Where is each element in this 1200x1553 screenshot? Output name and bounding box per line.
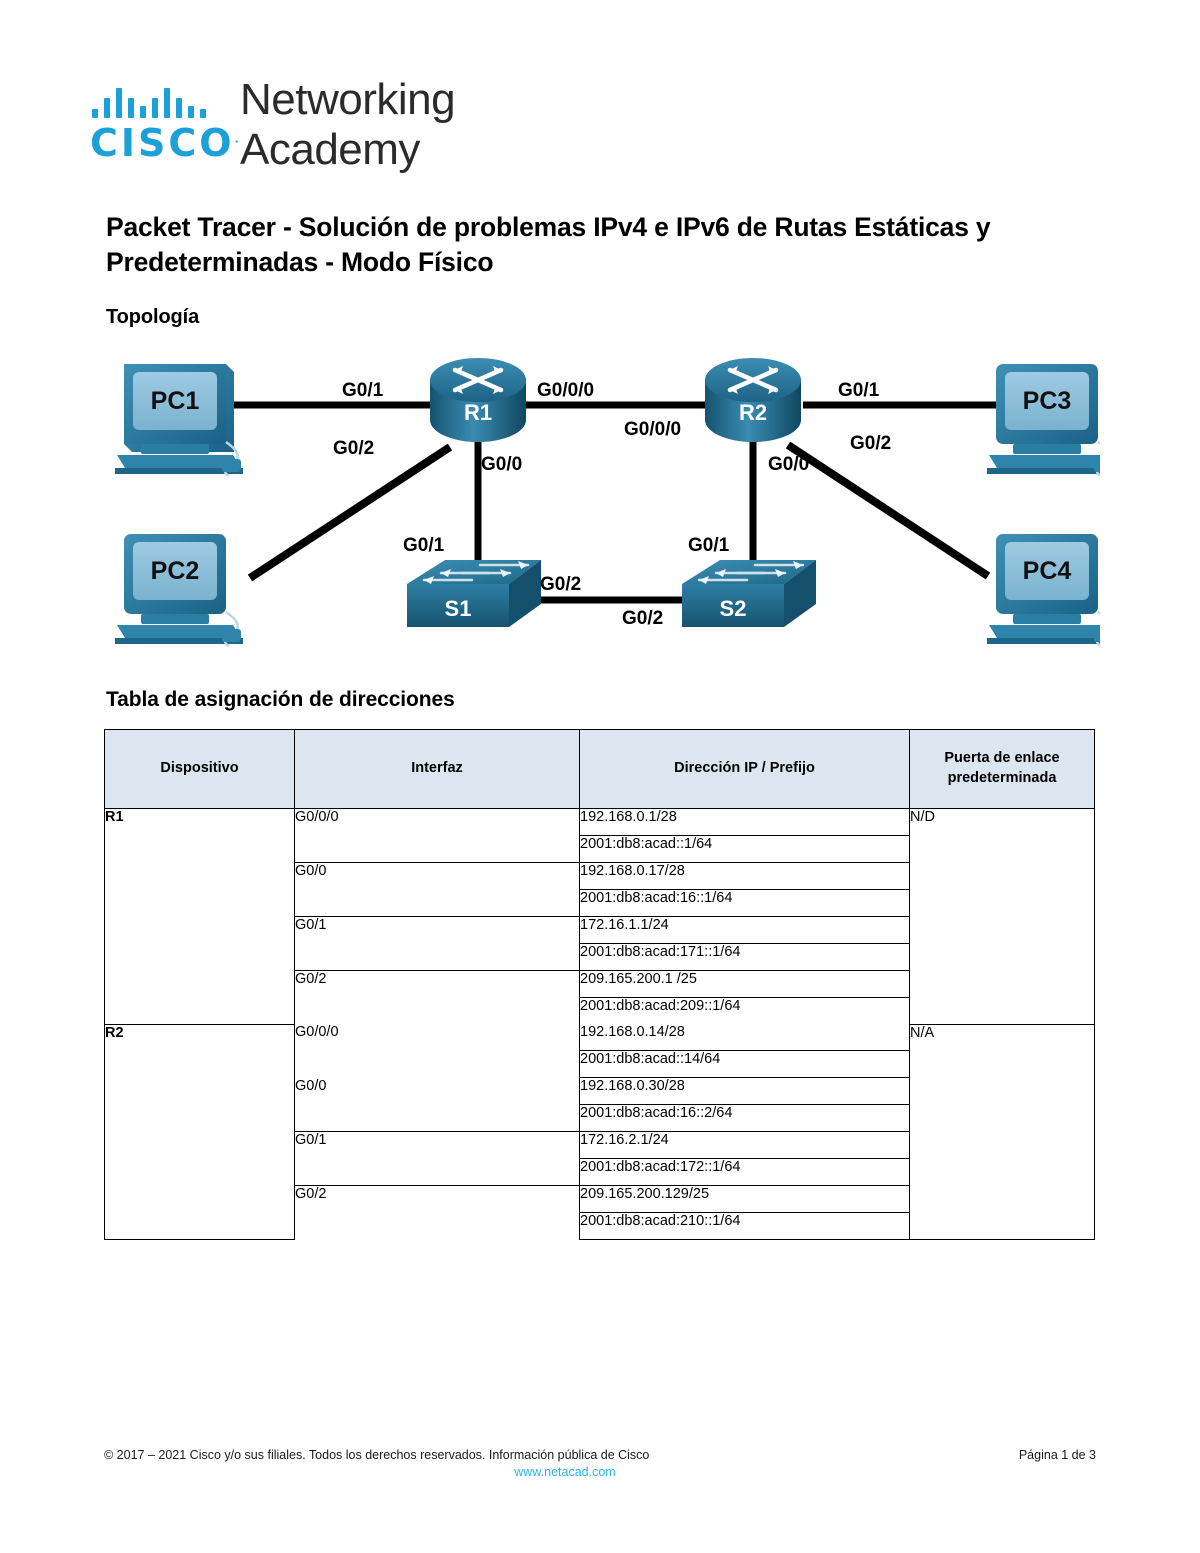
table-row: 2001:db8:acad:172::1/64 [105, 1158, 1095, 1186]
cell-ip-r1-g01-v6: 2001:db8:acad:171::1/64 [579, 943, 910, 971]
topology-node-r2: R2 [705, 358, 801, 442]
cisco-wordmark: CISCO. [90, 124, 239, 162]
table-header-row: Dispositivo Interfaz Dirección IP / Pref… [104, 729, 1095, 809]
cell-device-r2: R2 [104, 1024, 295, 1240]
topology-node-pc3-label: PC3 [1023, 387, 1072, 415]
topology-links [234, 401, 998, 604]
cisco-networking-academy-logo: CISCO. Networking Academy [88, 72, 508, 182]
iface-label-r2-pc4: G0/2 [850, 433, 891, 454]
cell-ip-r1-g0000-v6: 2001:db8:acad::1/64 [579, 835, 910, 863]
cell-ip-r2-g01-v4: 172.16.2.1/24 [579, 1131, 910, 1159]
table-row: 2001:db8:acad:209::1/64 [105, 997, 1095, 1024]
network-topology-diagram: PC1 PC2 PC3 PC4 [100, 352, 1100, 652]
table-row: R1 G0/0/0 192.168.0.1/28 N/D [104, 808, 1095, 1025]
table-row: R2 G0/0/0 192.168.0.14/28 N/A [104, 1024, 1095, 1240]
cell-ip-r2-g02-v4: 209.165.200.129/25 [579, 1185, 910, 1213]
page-footer: © 2017 – 2021 Cisco y/o sus filiales. To… [104, 1448, 1096, 1479]
topology-node-r1-label: R1 [464, 400, 492, 425]
topology-interface-labels: G0/1 G0/2 G0/0/0 G0/0/0 G0/0 G0/1 G0/2 G… [333, 380, 891, 629]
table-row: G0/0 192.168.0.30/28 [105, 1077, 1095, 1132]
topology-node-pc4: PC4 [987, 534, 1100, 647]
cell-ip-r1-g0000-v4: 192.168.0.1/28 [579, 808, 910, 836]
cell-interface-r1-g0000: G0/0/0 [294, 808, 580, 863]
cell-ip-r2-g00-v6: 2001:db8:acad:16::2/64 [579, 1104, 910, 1132]
cell-interface-r2-g0000: G0/0/0 [294, 1024, 580, 1078]
iface-label-r1-r2: G0/0/0 [537, 380, 594, 401]
cell-ip-r1-g00-v6: 2001:db8:acad:16::1/64 [579, 889, 910, 917]
footer-page-number: Página 1 de 3 [1018, 1448, 1096, 1462]
table-header: Dispositivo Interfaz Dirección IP / Pref… [104, 729, 1095, 809]
table-body: R1 G0/0/0 192.168.0.1/28 N/D 2001:db8:ac… [104, 808, 1095, 1240]
iface-label-s2-r2: G0/1 [688, 535, 730, 556]
cell-interface-r1-g00: G0/0 [294, 862, 580, 917]
table-row: G0/2 209.165.200.1 /25 [105, 970, 1095, 1024]
cell-ip-r2-g00-v4: 192.168.0.30/28 [579, 1077, 910, 1105]
cell-ip-r1-g00-v4: 192.168.0.17/28 [579, 862, 910, 890]
topology-node-r2-label: R2 [739, 400, 767, 425]
cell-ip-r2-g01-v6: 2001:db8:acad:172::1/64 [579, 1158, 910, 1186]
table-row: 2001:db8:acad:210::1/64 [105, 1212, 1095, 1240]
logo-line-academy: Academy [240, 125, 420, 174]
cell-ip-r2-g02-v6: 2001:db8:acad:210::1/64 [579, 1212, 910, 1240]
topology-node-pc4-label: PC4 [1023, 557, 1072, 585]
footer-copyright: © 2017 – 2021 Cisco y/o sus filiales. To… [104, 1448, 650, 1462]
cell-ip-r1-g02-v4: 209.165.200.1 /25 [579, 970, 910, 998]
cell-gateway-r2: N/A [909, 1024, 1095, 1240]
cell-ip-r2-g0000-v6: 2001:db8:acad::14/64 [579, 1050, 910, 1078]
cell-interface-r1-g02: G0/2 [294, 970, 580, 1024]
table-row: G0/1 172.16.2.1/24 [105, 1131, 1095, 1186]
topology-node-s1-label: S1 [445, 596, 472, 621]
topology-node-pc3: PC3 [987, 364, 1100, 477]
cell-interface-r1-g01: G0/1 [294, 916, 580, 971]
cell-ip-r1-g02-v6: 2001:db8:acad:209::1/64 [579, 997, 910, 1024]
logo-line-networking: Networking [240, 75, 456, 124]
footer-netacad-link[interactable]: www.netacad.com [514, 1465, 616, 1479]
cell-interface-r2-g02: G0/2 [294, 1185, 580, 1240]
link-pc2-r1 [247, 443, 453, 582]
section-heading-topology: Topología [106, 306, 200, 328]
cell-device-r1: R1 [104, 808, 295, 1025]
iface-label-r1-pc1: G0/1 [342, 380, 384, 401]
cisco-bridge-icon [92, 84, 222, 118]
link-r2-pc4 [785, 441, 991, 580]
table-col-header-puerta-enlace: Puerta de enlace predeterminada [909, 729, 1095, 809]
table-row: 2001:db8:acad:16::1/64 [105, 889, 1095, 917]
topology-node-s2-label: S2 [720, 596, 747, 621]
table-row: G0/0 192.168.0.17/28 [105, 862, 1095, 917]
table-row: 2001:db8:acad::1/64 [105, 835, 1095, 863]
topology-node-pc2: PC2 [115, 534, 243, 648]
topology-node-r1: R1 [430, 358, 526, 442]
cell-ip-r1-g01-v4: 172.16.1.1/24 [579, 916, 910, 944]
page-title: Packet Tracer - Solución de problemas IP… [106, 212, 991, 278]
table-row: 2001:db8:acad:171::1/64 [105, 943, 1095, 971]
topology-node-s2: S2 [682, 560, 816, 627]
cisco-trademark: . [234, 132, 239, 146]
table-col-header-dispositivo: Dispositivo [104, 729, 295, 809]
cell-interface-r2-g01: G0/1 [294, 1131, 580, 1186]
iface-label-r1-pc2: G0/2 [333, 438, 374, 459]
cell-gateway-r1: N/D [909, 808, 1095, 1025]
table-row: G0/1 172.16.1.1/24 [105, 916, 1095, 971]
section-heading-address-table: Tabla de asignación de direcciones [106, 688, 455, 711]
iface-label-s1-r1: G0/1 [403, 535, 445, 556]
address-assignment-table: Dispositivo Interfaz Dirección IP / Pref… [104, 729, 1095, 1240]
table-col-header-direccion-ip: Dirección IP / Prefijo [579, 729, 910, 809]
iface-label-r2-pc3: G0/1 [838, 380, 880, 401]
topology-node-pc1: PC1 [115, 364, 243, 478]
cell-interface-r2-g00: G0/0 [294, 1077, 580, 1132]
topology-node-s1: S1 [407, 560, 541, 627]
topology-node-pc1-label: PC1 [151, 387, 200, 415]
iface-label-r2-r1: G0/0/0 [624, 419, 681, 440]
topology-node-pc2-label: PC2 [151, 557, 200, 585]
iface-label-s2-s1: G0/2 [622, 608, 663, 629]
cisco-wordmark-text: CISCO [90, 121, 235, 165]
table-row: 2001:db8:acad::14/64 [105, 1050, 1095, 1078]
iface-label-r2-s2: G0/0 [768, 454, 809, 475]
cell-ip-r2-g0000-v4: 192.168.0.14/28 [579, 1024, 910, 1051]
iface-label-s1-s2: G0/2 [540, 574, 581, 595]
table-col-header-interfaz: Interfaz [294, 729, 580, 809]
iface-label-r1-s1: G0/0 [481, 454, 522, 475]
